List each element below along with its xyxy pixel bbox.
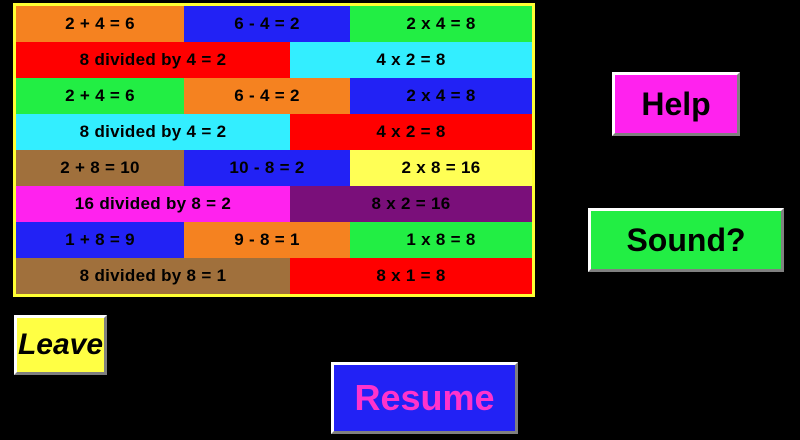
fact-cell: 6 - 4 = 2 xyxy=(184,6,350,42)
fact-cell: 2 x 8 = 16 xyxy=(350,150,532,186)
fact-cell: 2 + 4 = 6 xyxy=(16,78,184,114)
sound-button[interactable]: Sound? xyxy=(588,208,784,272)
sound-button-label: Sound? xyxy=(626,221,746,258)
fact-cell: 10 - 8 = 2 xyxy=(184,150,350,186)
fact-cell: 8 x 1 = 8 xyxy=(290,258,532,294)
fact-cell: 8 divided by 4 = 2 xyxy=(16,42,290,78)
fact-cell: 2 x 4 = 8 xyxy=(350,78,532,114)
fact-cell: 1 x 8 = 8 xyxy=(350,222,532,258)
fact-cell: 4 x 2 = 8 xyxy=(290,114,532,150)
fact-cell: 2 + 8 = 10 xyxy=(16,150,184,186)
fact-cell: 16 divided by 8 = 2 xyxy=(16,186,290,222)
fact-cell: 1 + 8 = 9 xyxy=(16,222,184,258)
fact-cell: 6 - 4 = 2 xyxy=(184,78,350,114)
fact-cell: 8 divided by 4 = 2 xyxy=(16,114,290,150)
fact-cell: 8 divided by 8 = 1 xyxy=(16,258,290,294)
resume-button-label: Resume xyxy=(354,377,495,418)
fact-cell: 9 - 8 = 1 xyxy=(184,222,350,258)
fact-cell: 8 x 2 = 16 xyxy=(290,186,532,222)
fact-cell: 2 + 4 = 6 xyxy=(16,6,184,42)
fact-cell: 4 x 2 = 8 xyxy=(290,42,532,78)
fact-cell: 2 x 4 = 8 xyxy=(350,6,532,42)
resume-button[interactable]: Resume xyxy=(331,362,518,434)
help-button-label: Help xyxy=(641,85,711,122)
leave-button-label: Leave xyxy=(17,328,104,361)
help-button[interactable]: Help xyxy=(612,72,740,136)
leave-button[interactable]: Leave xyxy=(14,315,107,375)
